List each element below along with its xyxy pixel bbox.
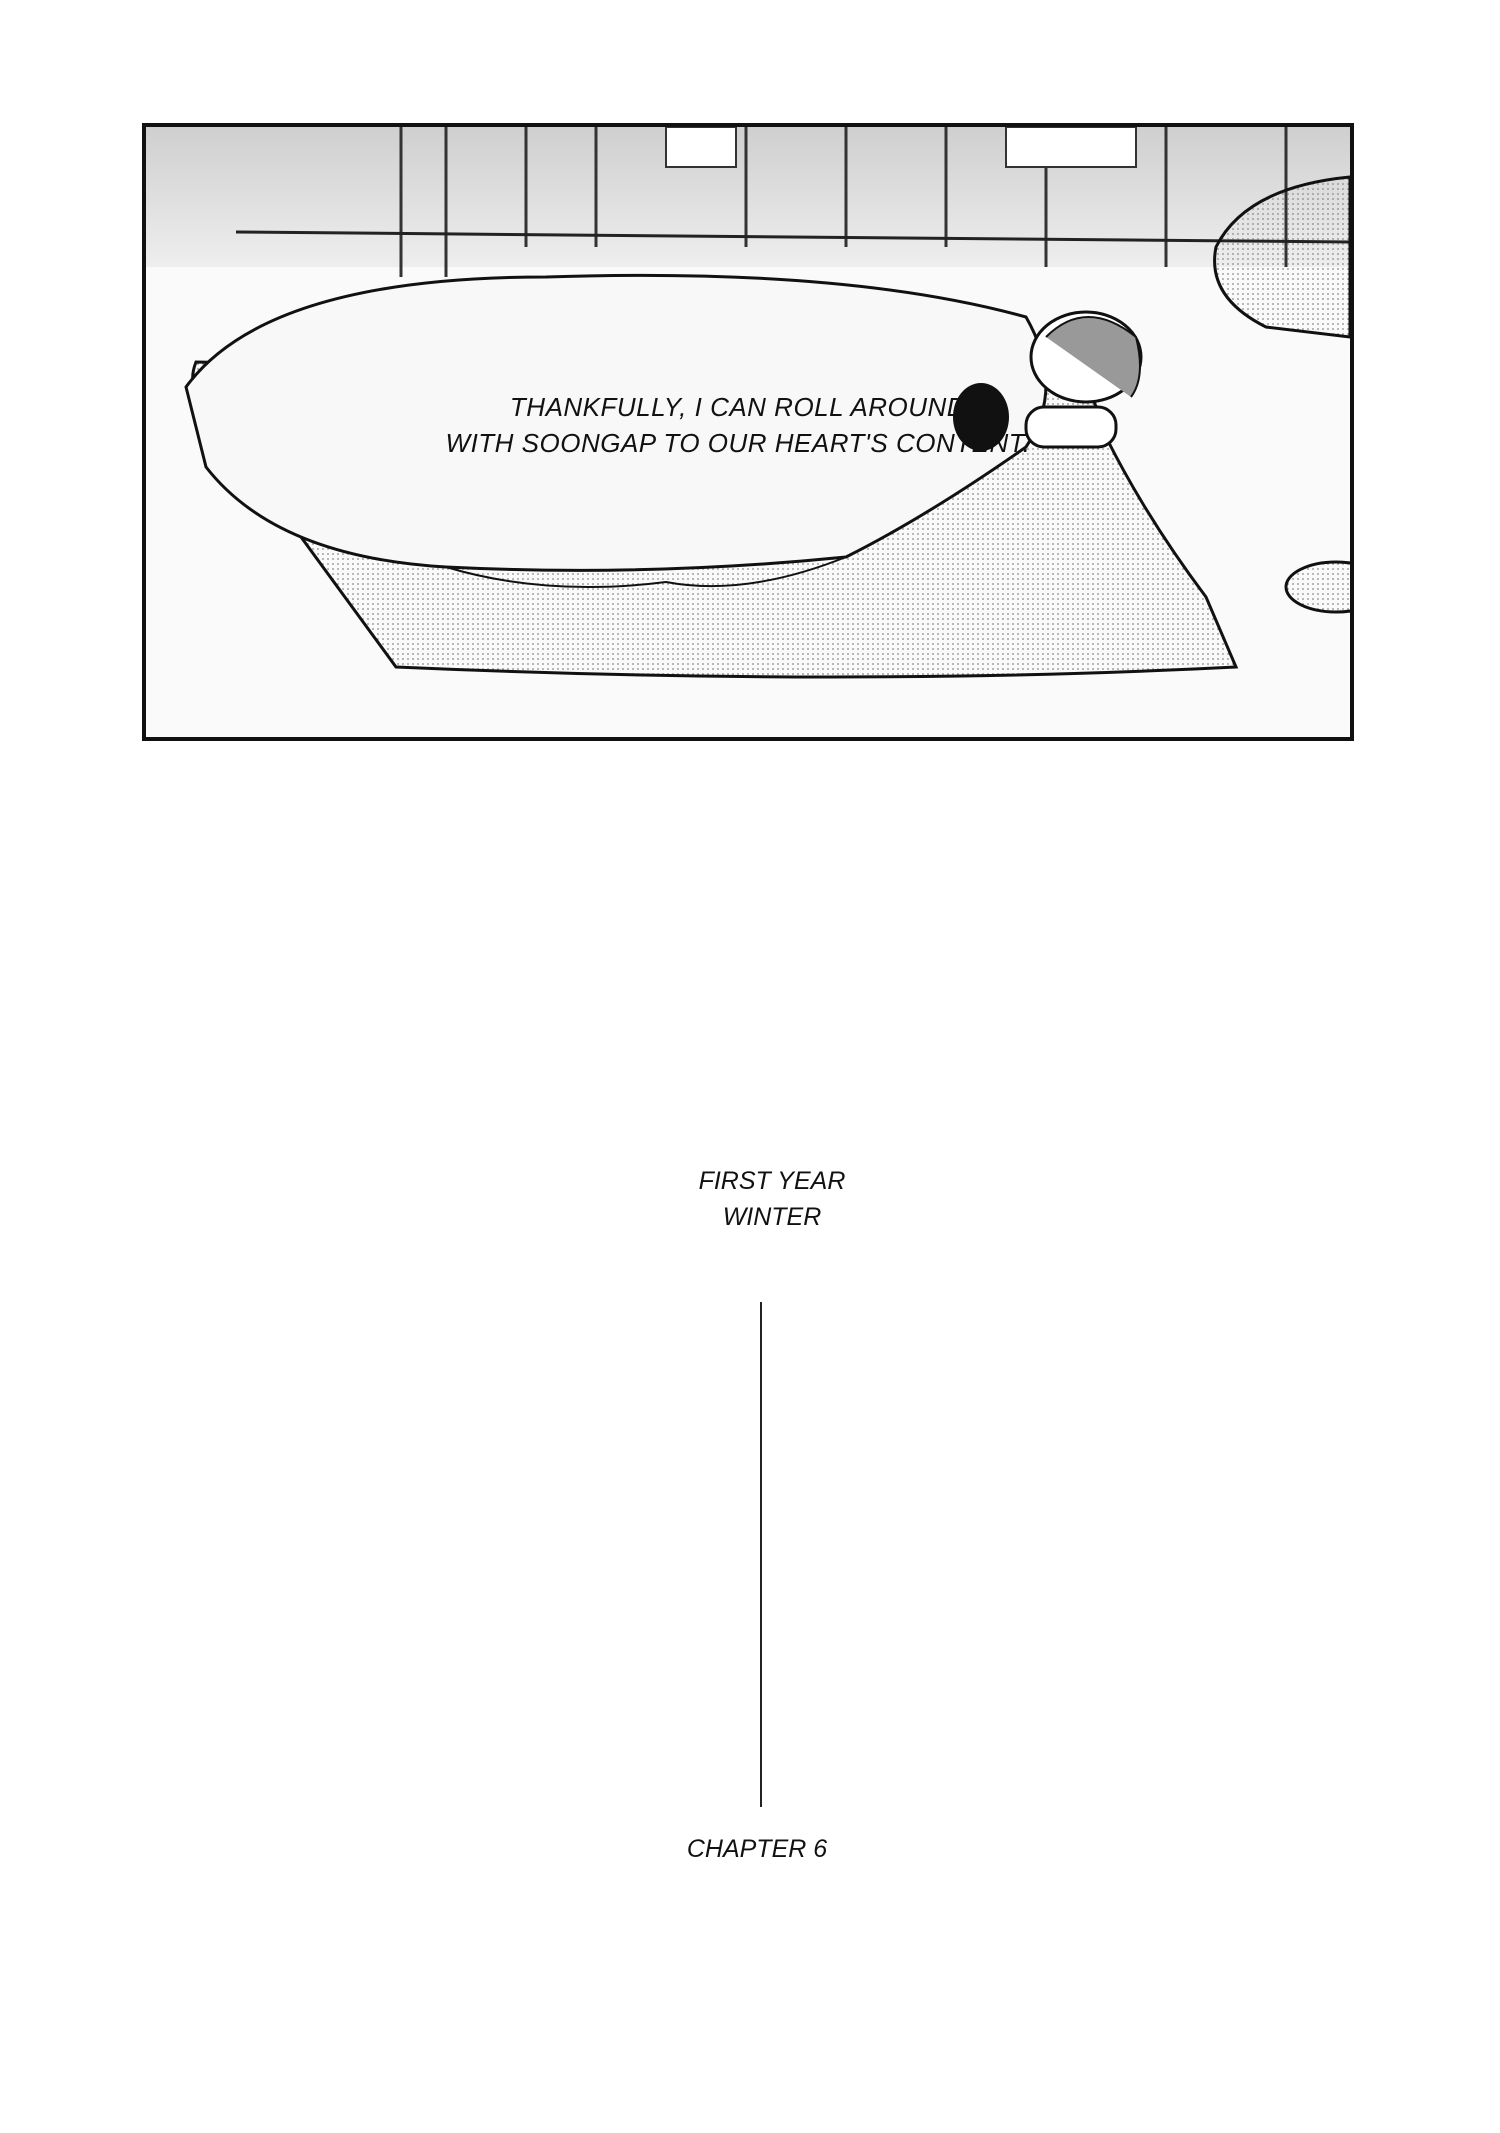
pillow (1024, 405, 1118, 449)
comic-panel: THANKFULLY, I CAN ROLL AROUND WITH SOONG… (142, 123, 1354, 741)
season-title: FIRST YEAR WINTER (622, 1163, 922, 1235)
sleeping-figure-head (953, 383, 1009, 451)
sofa (1213, 175, 1350, 339)
season-line: FIRST YEAR (698, 1167, 846, 1195)
panel-illustration (146, 127, 1350, 679)
hanging-towel (665, 127, 737, 168)
season-line: WINTER (722, 1203, 822, 1231)
caption-line: THANKFULLY, I CAN ROLL AROUND (509, 392, 967, 422)
panel-caption: THANKFULLY, I CAN ROLL AROUND WITH SOONG… (146, 389, 1340, 461)
side-table (1284, 560, 1350, 614)
divider-line (760, 1302, 762, 1807)
wall (146, 127, 1350, 267)
hanging-towel (1005, 127, 1137, 168)
chapter-label: CHAPTER 6 (686, 1835, 828, 1863)
caption-line: WITH SOONGAP TO OUR HEART'S CONTENT. (445, 428, 1031, 458)
